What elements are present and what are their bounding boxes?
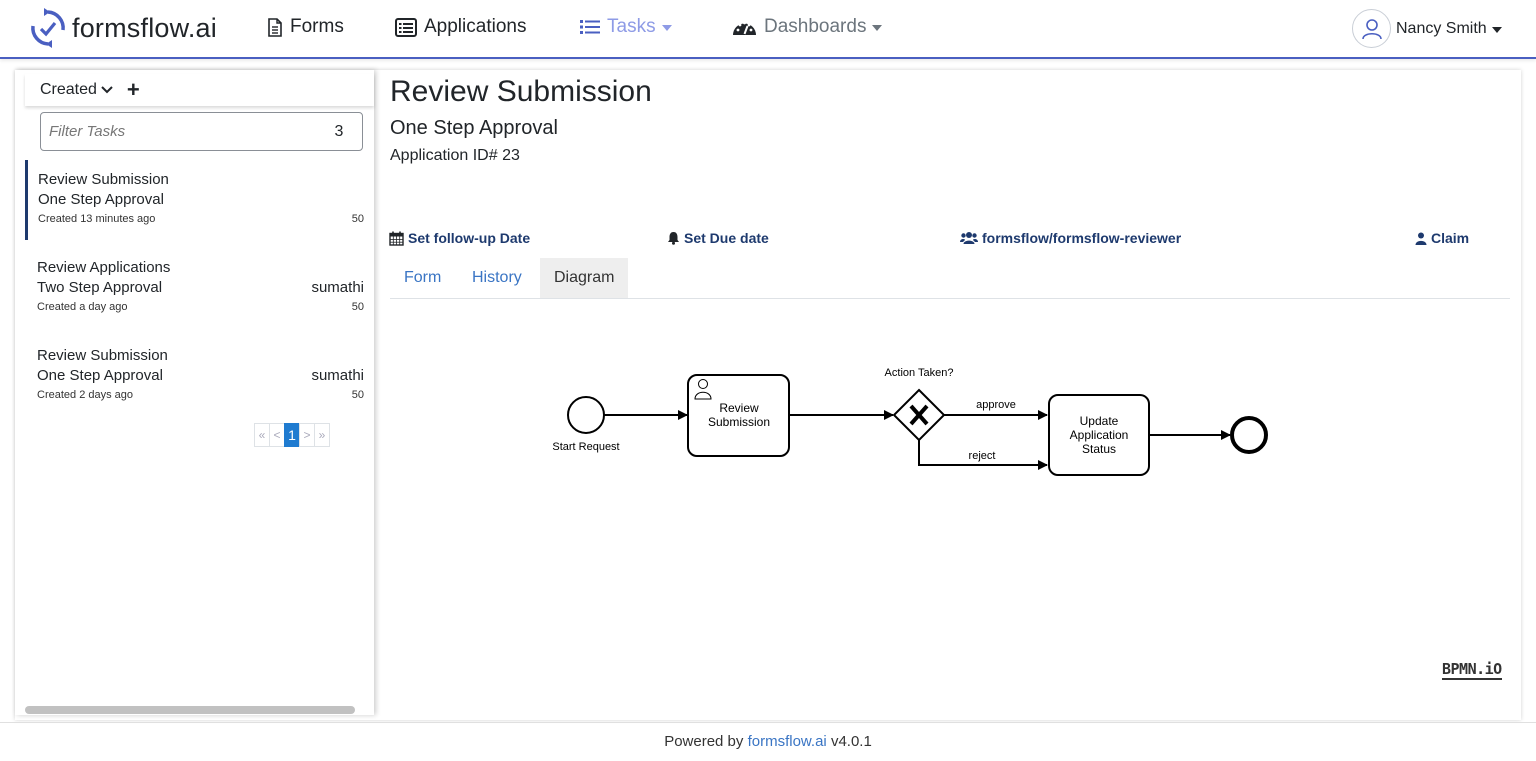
task-title: Review Submission — [38, 171, 169, 188]
assign-group-label: formsflow/formsflow-reviewer — [982, 230, 1182, 246]
calendar-icon — [389, 231, 404, 246]
task-title: Review Submission — [37, 347, 168, 364]
set-due-date-button[interactable]: Set Due date — [667, 230, 769, 246]
pager-next-button[interactable]: > — [299, 423, 315, 447]
set-follow-up-date-label: Set follow-up Date — [408, 230, 531, 246]
filter-tasks-input[interactable] — [49, 123, 324, 140]
task-title: Review Applications — [37, 259, 171, 276]
chevron-down-icon — [1491, 26, 1502, 33]
task-created: Created 2 days ago — [37, 389, 134, 401]
gateway-x-icon — [909, 404, 929, 426]
approve-label: approve — [976, 399, 1016, 411]
task-process: Two Step Approval — [37, 279, 163, 296]
footer: Powered by formsflow.ai v4.0.1 — [0, 722, 1536, 754]
task-assignee: sumathi — [311, 279, 364, 296]
task2-label-line1: Update — [1080, 414, 1119, 428]
detail-tabs: Form History Diagram — [390, 258, 1510, 299]
user-icon — [1415, 232, 1427, 245]
avatar — [1352, 9, 1391, 48]
task-created: Created 13 minutes ago — [38, 213, 156, 225]
sequence-flow-reject[interactable] — [918, 440, 1048, 470]
assign-group-button[interactable]: formsflow/formsflow-reviewer — [960, 230, 1181, 246]
nav-applications-label: Applications — [424, 16, 527, 37]
set-due-date-label: Set Due date — [684, 230, 769, 246]
nav-applications[interactable]: Applications — [395, 16, 526, 38]
gateway-label: Action Taken? — [885, 367, 954, 379]
footer-link[interactable]: formsflow.ai — [747, 733, 827, 750]
tab-form[interactable]: Form — [404, 269, 442, 286]
tasks-list-icon — [580, 20, 600, 34]
add-sort-button[interactable]: + — [126, 77, 140, 102]
bell-icon — [668, 232, 679, 245]
task-process-name: One Step Approval — [390, 117, 558, 139]
pager-first-button[interactable]: « — [254, 423, 270, 447]
user-task-label-line1: Review — [719, 401, 759, 415]
gauge-icon — [733, 21, 756, 35]
bpmn-io-logo[interactable]: BPMN.iO — [1442, 660, 1502, 680]
footer-version: v4.0.1 — [826, 733, 872, 750]
pager-last-button[interactable]: » — [314, 423, 330, 447]
brand-name: formsflow.ai — [72, 12, 217, 43]
task-list-panel: Created + 3 Review Submission One Step A… — [15, 70, 374, 715]
task-title-heading: Review Submission — [390, 75, 652, 108]
claim-button[interactable]: Claim — [1415, 230, 1469, 246]
task-count: 3 — [334, 122, 344, 140]
tab-history[interactable]: History — [472, 269, 522, 286]
footer-prefix: Powered by — [664, 733, 748, 750]
end-event[interactable] — [1230, 416, 1268, 454]
reject-label: reject — [969, 450, 996, 462]
task2-label-line3: Status — [1082, 442, 1116, 456]
filter-tasks-field: 3 — [40, 112, 363, 151]
document-icon — [268, 17, 282, 37]
users-group-icon — [960, 232, 978, 244]
task-created: Created a day ago — [37, 301, 128, 313]
list-box-icon — [395, 17, 417, 37]
sort-bar: Created + — [25, 74, 374, 106]
chevron-down-icon[interactable] — [101, 86, 113, 94]
user-menu[interactable]: Nancy Smith — [1352, 9, 1502, 48]
task-list-item[interactable]: Review Submission One Step Approval sumat… — [25, 336, 364, 416]
nav-forms[interactable]: Forms — [267, 16, 344, 38]
task2-label-line2: Application — [1070, 428, 1129, 442]
user-name: Nancy Smith — [1396, 19, 1487, 37]
task-assignee: sumathi — [311, 367, 364, 384]
horizontal-scrollbar[interactable] — [25, 706, 355, 714]
task-list-item[interactable]: Review Applications Two Step Approval sum… — [25, 248, 364, 328]
set-follow-up-date-button[interactable]: Set follow-up Date — [389, 230, 530, 246]
task-priority: 50 — [351, 301, 364, 313]
chevron-down-icon — [661, 25, 672, 31]
task-priority: 50 — [351, 213, 364, 225]
task-list-item[interactable]: Review Submission One Step Approval Crea… — [25, 160, 364, 240]
main-container: Created + 3 Review Submission One Step A… — [15, 70, 1521, 720]
nav-dashboards-label: Dashboards — [764, 16, 867, 37]
pagination: « < 1 > » — [254, 423, 330, 447]
top-navbar: formsflow.ai Forms Applications Tasks — [0, 0, 1536, 59]
claim-label: Claim — [1431, 230, 1470, 246]
formsflow-logo-icon — [31, 8, 65, 48]
task-process: One Step Approval — [37, 367, 163, 384]
user-icon — [1361, 18, 1382, 39]
start-event-label: Start Request — [552, 441, 619, 453]
user-task-label-line2: Submission — [708, 415, 770, 429]
task-process: One Step Approval — [38, 191, 164, 208]
sort-dropdown-label[interactable]: Created — [40, 81, 97, 98]
task-priority: 50 — [351, 389, 364, 401]
nav-tasks[interactable]: Tasks — [580, 16, 672, 38]
pager-prev-button[interactable]: < — [269, 423, 285, 447]
start-event[interactable] — [567, 396, 605, 434]
nav-forms-label: Forms — [290, 16, 344, 37]
application-id: Application ID# 23 — [390, 147, 520, 164]
chevron-down-icon — [872, 25, 883, 31]
user-task-icon — [694, 379, 712, 400]
bpmn-diagram-canvas[interactable]: Start Request Review Submission Action T… — [390, 310, 1510, 690]
pager-page-button[interactable]: 1 — [284, 423, 300, 447]
brand-logo[interactable]: formsflow.ai — [30, 8, 217, 48]
nav-dashboards[interactable]: Dashboards — [732, 16, 883, 38]
tab-diagram[interactable]: Diagram — [540, 258, 629, 298]
nav-tasks-label: Tasks — [607, 16, 656, 37]
